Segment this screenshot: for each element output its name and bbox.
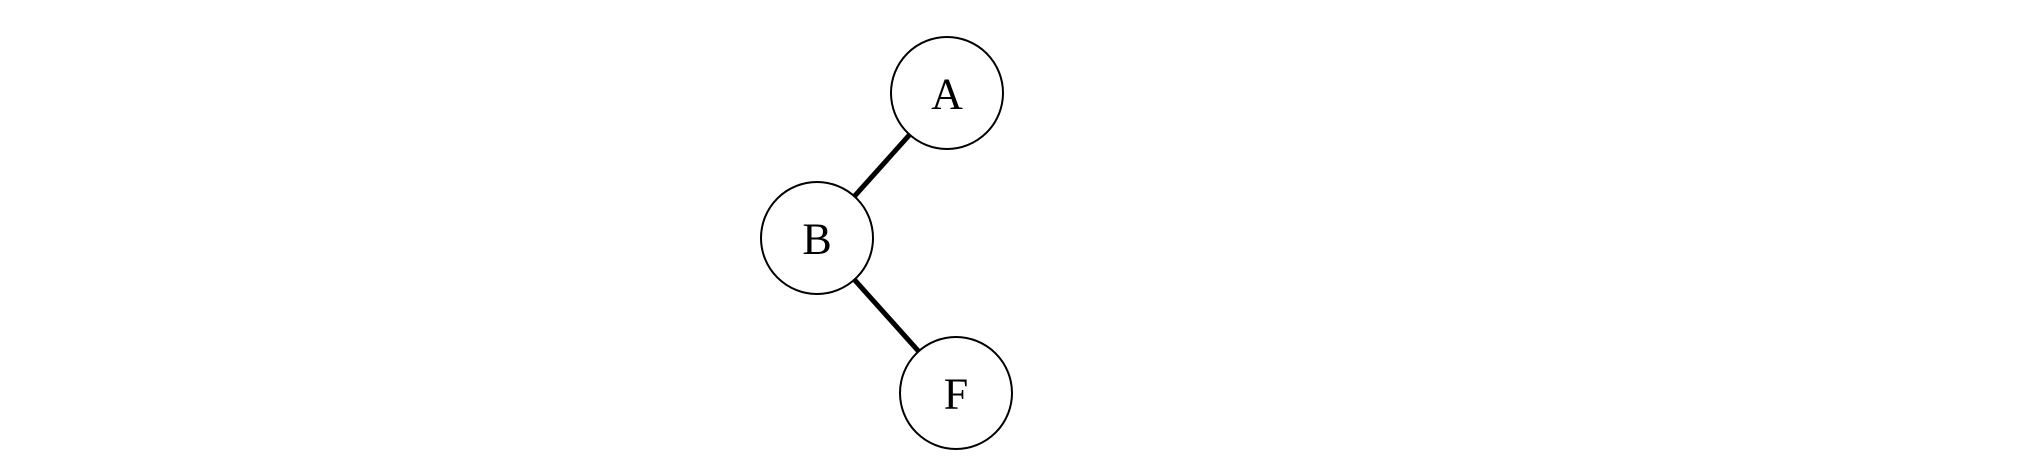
- edge-a-b: [852, 133, 912, 198]
- graph-node-a[interactable]: A: [890, 36, 1004, 150]
- edge-layer: [852, 133, 921, 353]
- edge-b-f: [852, 278, 921, 353]
- node-a-label: A: [931, 70, 963, 119]
- node-layer: A B F: [760, 36, 1013, 450]
- graph-node-f[interactable]: F: [899, 336, 1013, 450]
- node-b-circle[interactable]: [760, 181, 874, 295]
- node-b-label: B: [802, 215, 831, 264]
- graph-node-b[interactable]: B: [760, 181, 874, 295]
- node-a-circle[interactable]: [890, 36, 1004, 150]
- node-f-circle[interactable]: [899, 336, 1013, 450]
- node-f-label: F: [944, 370, 968, 419]
